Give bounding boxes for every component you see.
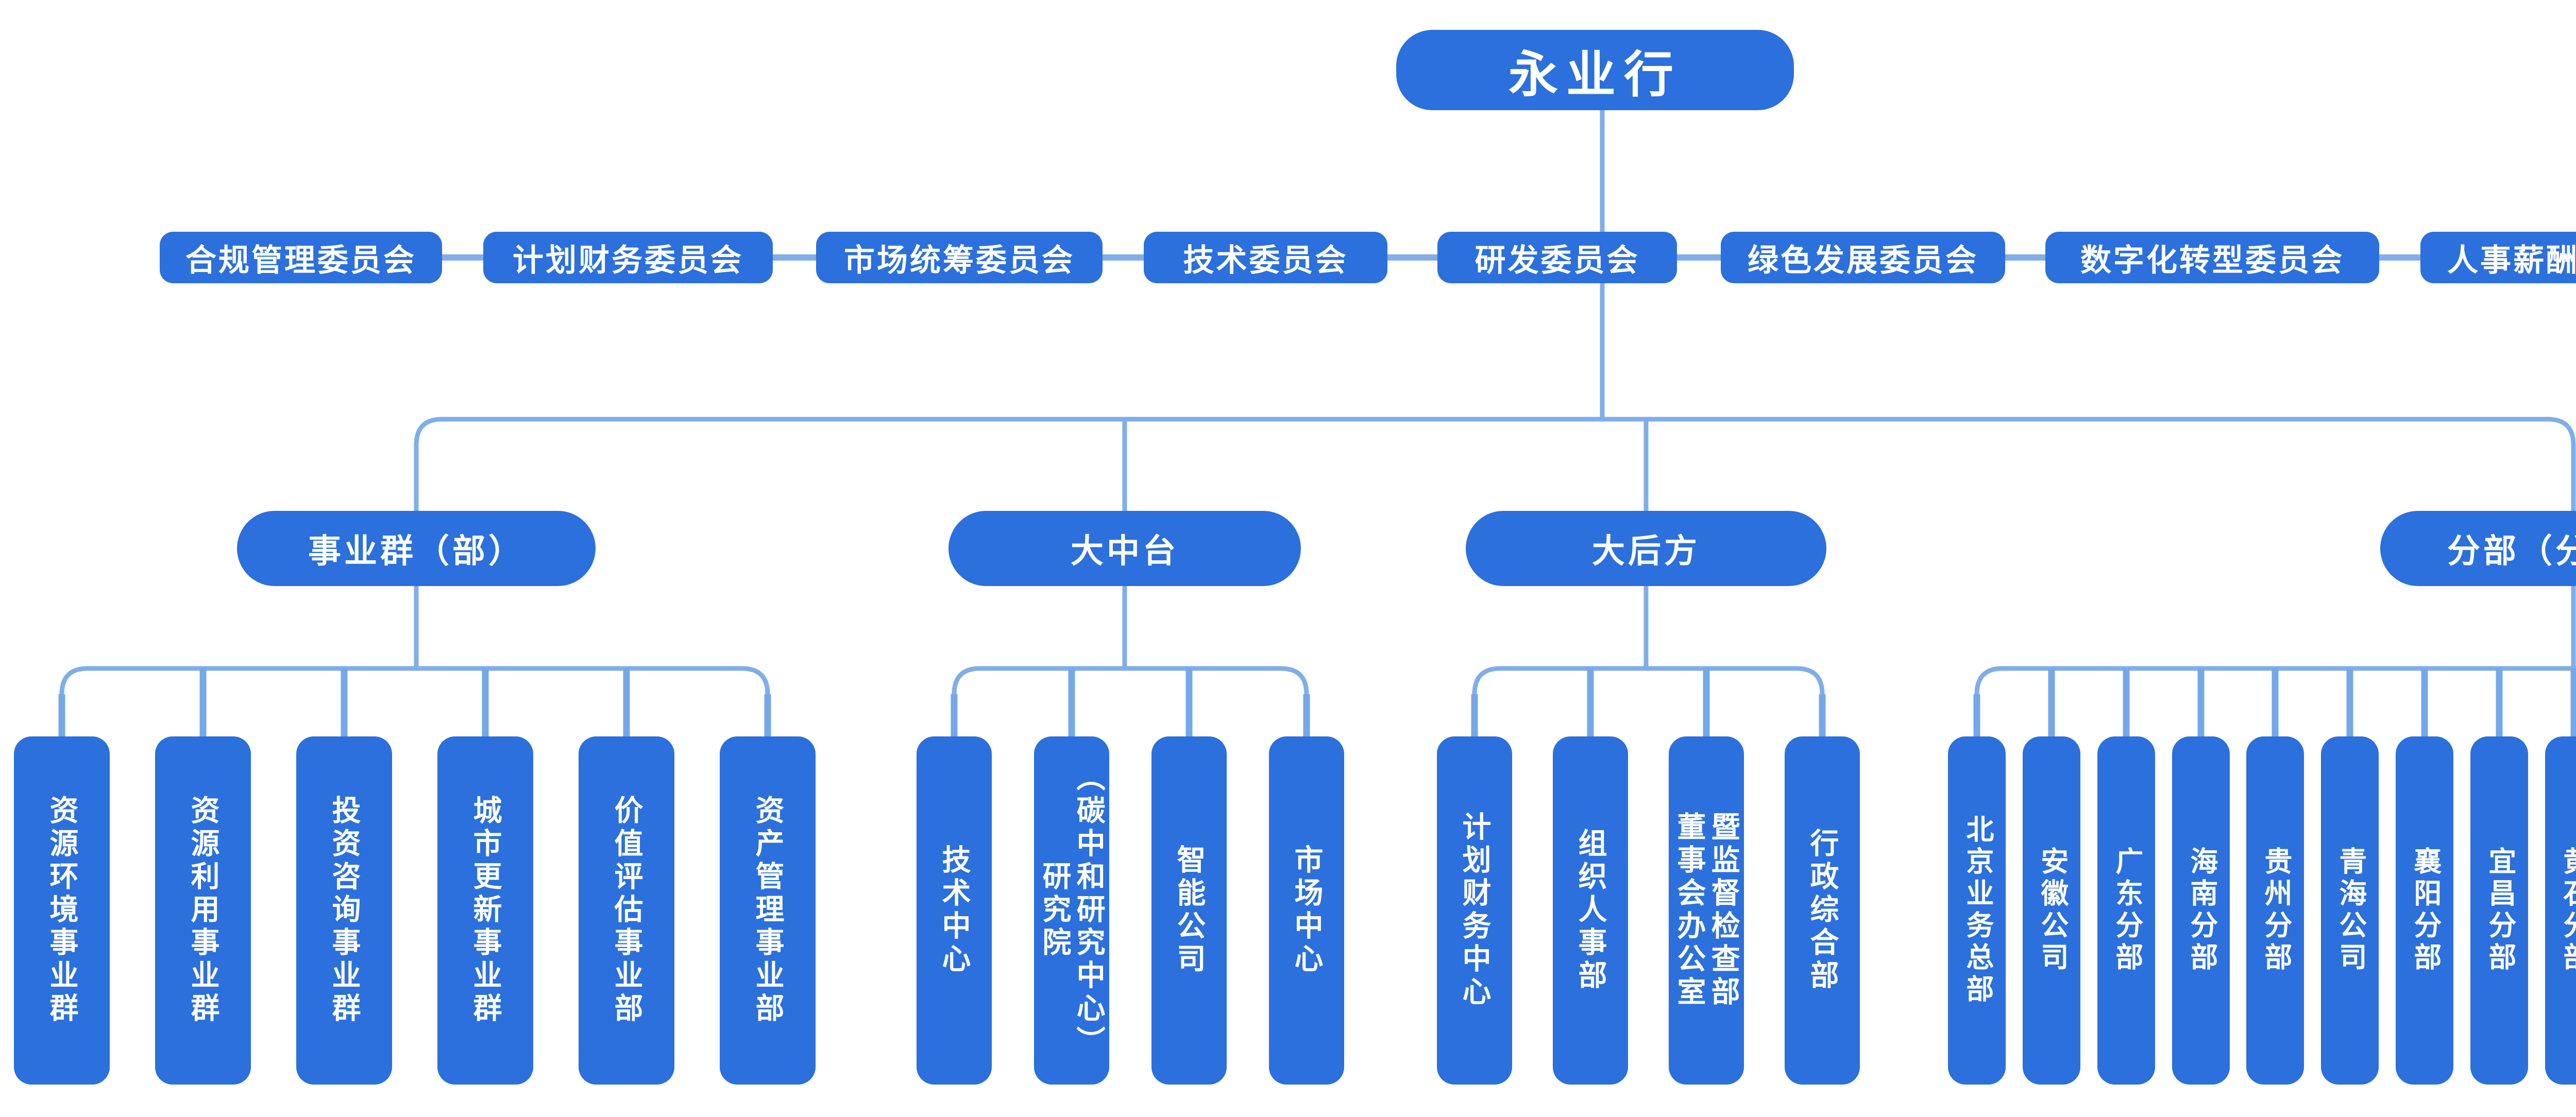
committee-node-1: 计划财务委员会: [483, 232, 773, 283]
child-node-3-3: 海南分部: [2172, 736, 2230, 1085]
child-node-2-0-label: 计划财务中心: [1459, 812, 1492, 1009]
tree-connector-path: [59, 109, 2576, 710]
committee-node-2: 市场统筹委员会: [816, 232, 1103, 283]
child-node-2-2: 董事会办公室 暨监督检查部: [1669, 736, 1744, 1085]
child-node-0-3: 城市更新事业群: [437, 736, 533, 1085]
child-node-1-2: 智能公司: [1151, 736, 1227, 1085]
group-node-2-label: 大后方: [1592, 532, 1700, 570]
child-node-0-2: 投资咨询事业群: [296, 736, 392, 1085]
root-node-label: 永业行: [1509, 47, 1682, 102]
child-node-0-2-label: 投资咨询事业群: [328, 795, 361, 1026]
group-node-1-label: 大中台: [1071, 532, 1179, 570]
group-node-3: 分部（分公司）: [2380, 511, 2576, 586]
child-node-3-2: 广东分部: [2097, 736, 2155, 1085]
child-node-0-1-label: 资源利用事业群: [187, 795, 220, 1026]
child-node-2-3: 行政综合部: [1785, 736, 1860, 1085]
child-node-1-1-label: 研究院 （碳中和研究中心）: [1039, 762, 1106, 1059]
child-node-1-3: 市场中心: [1269, 736, 1344, 1085]
child-node-3-5: 青海公司: [2321, 736, 2379, 1085]
child-node-3-1-label: 安徽公司: [2036, 847, 2067, 974]
child-node-2-2-label: 董事会办公室 暨监督检查部: [1673, 812, 1740, 1009]
root-node: 永业行: [1396, 30, 1794, 110]
child-node-1-3-label: 市场中心: [1291, 845, 1324, 976]
child-node-3-6: 襄阳分部: [2396, 736, 2453, 1085]
child-node-3-8: 黄石分部: [2545, 736, 2576, 1085]
group-node-3-label: 分部（分公司）: [2447, 532, 2576, 570]
committee-node-5: 绿色发展委员会: [1721, 232, 2005, 283]
child-node-2-0: 计划财务中心: [1437, 736, 1512, 1085]
child-node-3-2-label: 广东分部: [2111, 847, 2142, 974]
committee-node-7-label: 人事薪酬委员会: [2447, 243, 2576, 278]
child-node-0-5-label: 资产管理事业部: [752, 795, 785, 1026]
child-node-3-7: 宜昌分部: [2470, 736, 2528, 1085]
committee-node-5-label: 绿色发展委员会: [1748, 243, 1978, 278]
child-stub-path: [58, 668, 2576, 740]
child-node-3-7-label: 宜昌分部: [2484, 847, 2515, 974]
committee-node-4: 研发委员会: [1437, 232, 1677, 283]
group-node-0-label: 事业群（部）: [308, 532, 524, 570]
child-node-3-1: 安徽公司: [2023, 736, 2080, 1085]
committee-node-3: 技术委员会: [1144, 232, 1387, 283]
child-node-0-3-label: 城市更新事业群: [469, 795, 502, 1026]
child-node-2-3-label: 行政综合部: [1806, 828, 1839, 993]
committee-node-6-label: 数字化转型委员会: [2080, 243, 2344, 278]
child-node-1-0: 技术中心: [917, 736, 992, 1085]
committee-node-3-label: 技术委员会: [1183, 243, 1348, 278]
child-node-0-4-label: 价值评估事业部: [611, 795, 643, 1026]
committee-node-0: 合规管理委员会: [160, 232, 442, 283]
child-node-2-1-label: 组织人事部: [1574, 828, 1607, 993]
child-node-1-0-label: 技术中心: [938, 845, 971, 976]
group-node-1: 大中台: [948, 511, 1301, 586]
child-node-3-0-label: 北京业务总部: [1961, 815, 1993, 1006]
committee-node-7: 人事薪酬委员会: [2420, 232, 2576, 283]
child-node-3-0: 北京业务总部: [1948, 736, 2006, 1085]
child-node-3-5-label: 青海公司: [2334, 847, 2366, 974]
child-node-0-0: 资源环境事业群: [14, 736, 110, 1085]
child-node-3-3-label: 海南分部: [2185, 847, 2217, 974]
child-node-3-4-label: 贵州分部: [2260, 847, 2291, 974]
child-node-3-4: 贵州分部: [2246, 736, 2304, 1085]
committee-node-2-label: 市场统筹委员会: [844, 243, 1075, 278]
committee-node-4-label: 研发委员会: [1475, 243, 1640, 278]
child-node-0-0-label: 资源环境事业群: [46, 795, 79, 1026]
group-node-2: 大后方: [1466, 511, 1826, 586]
child-node-0-5: 资产管理事业部: [720, 736, 816, 1085]
child-node-3-8-label: 黄石分部: [2558, 847, 2576, 974]
child-node-1-2-label: 智能公司: [1173, 845, 1206, 976]
child-node-1-1: 研究院 （碳中和研究中心）: [1034, 736, 1109, 1085]
child-node-3-6-label: 襄阳分部: [2409, 847, 2441, 974]
committee-node-6: 数字化转型委员会: [2045, 232, 2379, 283]
group-node-0: 事业群（部）: [237, 511, 596, 586]
committee-node-1-label: 计划财务委员会: [513, 243, 743, 278]
committee-node-0-label: 合规管理委员会: [185, 243, 416, 278]
child-node-0-1: 资源利用事业群: [155, 736, 251, 1085]
child-node-2-1: 组织人事部: [1553, 736, 1628, 1085]
child-node-0-4: 价值评估事业部: [579, 736, 674, 1085]
